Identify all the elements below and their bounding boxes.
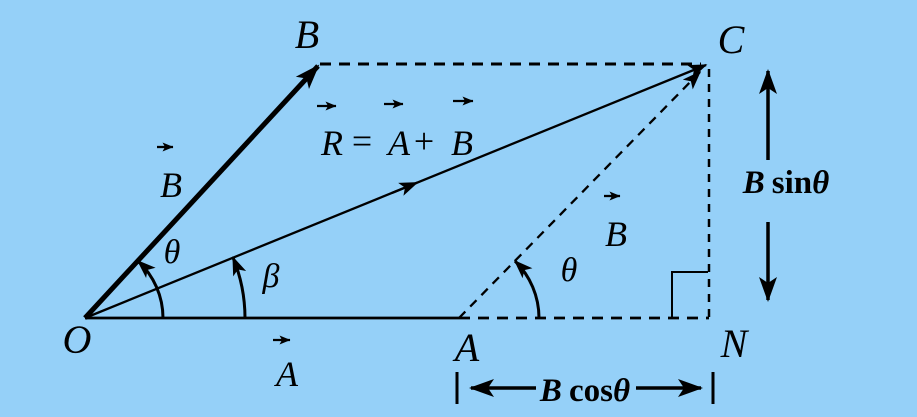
beta-arc-origin [231, 256, 247, 319]
theta-arc-origin [136, 259, 165, 319]
point-label-a: A [452, 325, 480, 370]
right-angle-marker [671, 271, 708, 318]
equation-r: R [320, 123, 343, 163]
vector-label-b-translated: B [605, 214, 627, 254]
point-label-o: O [63, 317, 92, 362]
angle-label-theta-origin: θ [164, 234, 181, 271]
point-label-c: C [718, 17, 746, 62]
point-label-n: N [720, 321, 750, 366]
vector-label-a-bottom: A [274, 354, 299, 394]
resultant-mid-arrowhead [391, 181, 419, 196]
theta-arc-a [513, 259, 541, 319]
resultant-equation: R = A + B [320, 121, 473, 163]
angle-label-theta-a: θ [561, 252, 578, 289]
angle-label-beta: β [262, 258, 280, 295]
vector-label-b-side: B [160, 165, 182, 205]
equation-plus: + [414, 121, 434, 161]
equation-b: B [451, 123, 473, 163]
equation-equals: = [352, 121, 372, 161]
vector-b-arrow [83, 64, 320, 320]
point-label-b: B [295, 12, 319, 57]
equation-a: A [386, 123, 411, 163]
